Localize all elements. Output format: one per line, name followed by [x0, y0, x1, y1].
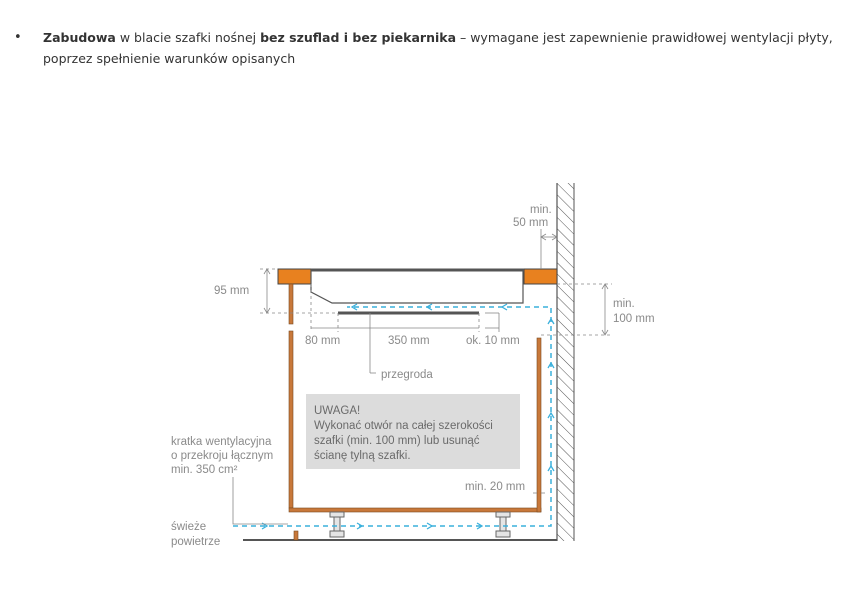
cabinet-left-side	[288, 330, 294, 509]
label-fresh-air-1: świeże	[171, 521, 206, 533]
bullet-text-part4: – wymagane jest zapewnienie prawidłowej …	[43, 30, 833, 66]
countertop-right	[523, 268, 558, 285]
label-min-20mm: min. 20 mm	[465, 481, 525, 493]
dimension-lines	[232, 229, 609, 525]
label-top-min: min.	[530, 204, 552, 216]
warning-box	[306, 394, 520, 469]
wall	[557, 183, 574, 541]
cabinet-bottom	[288, 507, 542, 513]
airflow-path	[233, 306, 552, 527]
hob-body	[310, 269, 524, 304]
label-80mm: 80 mm	[305, 335, 340, 347]
warning-line-3: ścianę tylną szafki.	[314, 450, 411, 462]
bullet-bold-zabudowa: Zabudowa	[43, 30, 116, 45]
label-95mm: 95 mm	[214, 285, 249, 297]
bullet-text-part2: w blacie szafki nośnej	[115, 30, 261, 45]
bullet-text: Zabudowa w blacie szafki nośnej bez szuf…	[43, 27, 850, 69]
label-right-min: min.	[613, 298, 635, 310]
bullet-bold-bez-szuflad: bez szuflad i bez piekarnika	[260, 30, 457, 45]
dimension-guides	[260, 268, 612, 336]
countertop-left	[277, 268, 312, 285]
label-350mm: 350 mm	[388, 335, 430, 347]
label-right-100mm: 100 mm	[613, 313, 655, 325]
cabinet-plinth	[293, 530, 299, 541]
warning-line-2: szafki (min. 100 mm) lub usunąć	[314, 435, 480, 447]
label-vent-line-3: min. 350 cm²	[171, 464, 238, 476]
bullet-marker: •	[14, 30, 22, 45]
cabinet-back	[536, 337, 542, 513]
label-fresh-air-2: powietrze	[171, 536, 220, 548]
cabinet-foot-left	[329, 511, 345, 538]
cabinet-left-upper	[288, 283, 294, 325]
warning-line-1: Wykonać otwór na całej szerokości	[314, 420, 493, 432]
warning-title: UWAGA!	[314, 405, 360, 417]
airflow-arrows	[261, 303, 555, 530]
bullet-paragraph: • Zabudowa w blacie szafki nośnej bez sz…	[14, 27, 850, 69]
label-ok-10mm: ok. 10 mm	[466, 335, 520, 347]
label-vent-line-2: o przekroju łącznym	[171, 450, 273, 462]
label-przegroda: przegroda	[381, 369, 433, 381]
cabinet-foot-right	[495, 511, 511, 538]
label-vent-line-1: kratka wentylacyjna	[171, 436, 272, 448]
label-top-50mm: 50 mm	[513, 217, 548, 229]
